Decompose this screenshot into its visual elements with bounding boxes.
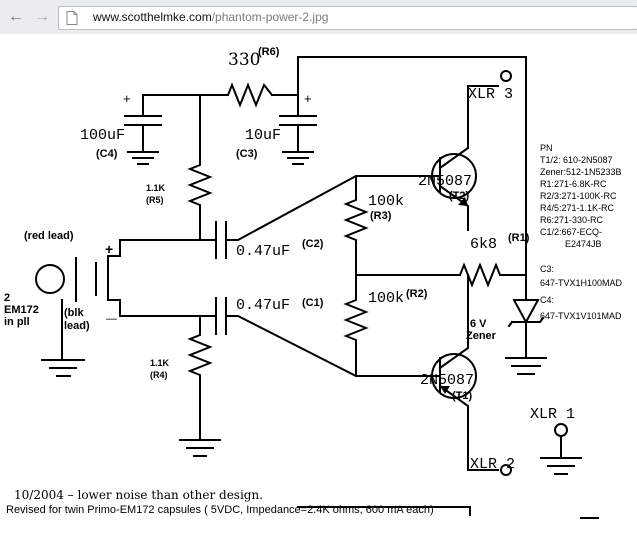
c3-ref: (C3): [236, 148, 258, 160]
parts-list-item: 647-TVX1V101MAD: [540, 311, 622, 321]
forward-arrow-icon[interactable]: →: [34, 8, 50, 25]
r2-value: 100k: [368, 290, 404, 307]
c1-ref: (C1): [302, 297, 324, 309]
parts-list-item: R1:271-6.8K-RC: [540, 179, 607, 189]
parts-list-item: R2/3:271-100K-RC: [540, 191, 617, 201]
r3-value: 100k: [368, 193, 404, 210]
capsule-label-1: 2: [4, 292, 10, 304]
capsule-plus: +: [105, 241, 113, 257]
url-text[interactable]: www.scotthelmke.com/phantom-power-2.jpg: [93, 10, 328, 24]
r4-ref: (R4): [150, 370, 168, 380]
blk-lead-label-2: lead): [64, 320, 90, 332]
r2-ref: (R2): [406, 288, 428, 300]
parts-list: PN T1/2: 610-2N5087 Zener:512-1N5233B R1…: [540, 143, 623, 321]
parts-list-item: PN: [540, 143, 553, 153]
c4-ref: (C4): [96, 148, 118, 160]
r1-value: 6k8: [470, 236, 497, 253]
c3-value: 10uF: [245, 127, 281, 144]
c4-plus: +: [123, 91, 131, 106]
note-line-2: Revised for twin Primo-EM172 capsules ( …: [6, 504, 434, 516]
browser-toolbar: ← → www.scotthelmke.com/phantom-power-2.…: [0, 0, 637, 35]
xlr2-label: XLR 2: [470, 456, 515, 473]
xlr1-label: XLR 1: [530, 406, 575, 423]
parts-list-item: C4:: [540, 295, 554, 305]
parts-list-item: C3:: [540, 264, 554, 274]
parts-list-item: R6:271-330-RC: [540, 215, 604, 225]
note-line-1: 10/2004 – lower noise than other design.: [14, 488, 263, 502]
r6-ref: (R6): [258, 46, 280, 58]
zener-value: 6 V: [470, 318, 487, 330]
c2-ref: (C2): [302, 238, 324, 250]
r1-ref: (R1): [508, 232, 530, 244]
xlr3-label: XLR 3: [468, 86, 513, 103]
r4-value: 1.1K: [150, 358, 170, 368]
r3-ref: (R3): [370, 210, 392, 222]
back-arrow-icon[interactable]: ←: [8, 8, 24, 25]
c2-value: 0.47uF: [236, 243, 290, 260]
parts-list-item: E2474JB: [565, 239, 602, 249]
schematic-image: 330 (R6) 100uF (C4) 10uF (C3) + + 1.1K (…: [4, 46, 623, 519]
r5-value: 1.1K: [146, 183, 166, 193]
t2-part: 2N5087: [418, 173, 472, 190]
t2-ref: (T2): [449, 190, 470, 202]
blk-lead-label-1: (blk: [64, 307, 84, 319]
red-lead-label: (red lead): [24, 230, 74, 242]
zener-label: Zener: [466, 330, 497, 342]
capsule-label-3: in pll: [4, 316, 30, 328]
url-host: www.scotthelmke.com: [93, 10, 212, 24]
c4-value: 100uF: [80, 127, 125, 144]
parts-list-item: Zener:512-1N5233B: [540, 167, 622, 177]
image-viewport: 330 (R6) 100uF (C4) 10uF (C3) + + 1.1K (…: [0, 34, 637, 554]
c3-plus: +: [304, 91, 312, 106]
r5-ref: (R5): [146, 195, 164, 205]
c1-value: 0.47uF: [236, 297, 290, 314]
t1-ref: (T1): [452, 390, 473, 402]
parts-list-item: T1/2: 610-2N5087: [540, 155, 613, 165]
t1-part: 2N5087: [420, 372, 474, 389]
r6-value: 330: [228, 50, 260, 70]
address-bar[interactable]: www.scotthelmke.com/phantom-power-2.jpg: [58, 6, 637, 30]
capsule-minus: —: [106, 313, 117, 325]
parts-list-item: C1/2:667-ECQ-: [540, 227, 602, 237]
capsule-label-2: EM172: [4, 304, 39, 316]
page-icon: [66, 11, 78, 25]
url-path: /phantom-power-2.jpg: [211, 10, 329, 24]
parts-list-item: R4/5:271-1.1K-RC: [540, 203, 615, 213]
parts-list-item: 647-TVX1H100MAD: [540, 278, 623, 288]
